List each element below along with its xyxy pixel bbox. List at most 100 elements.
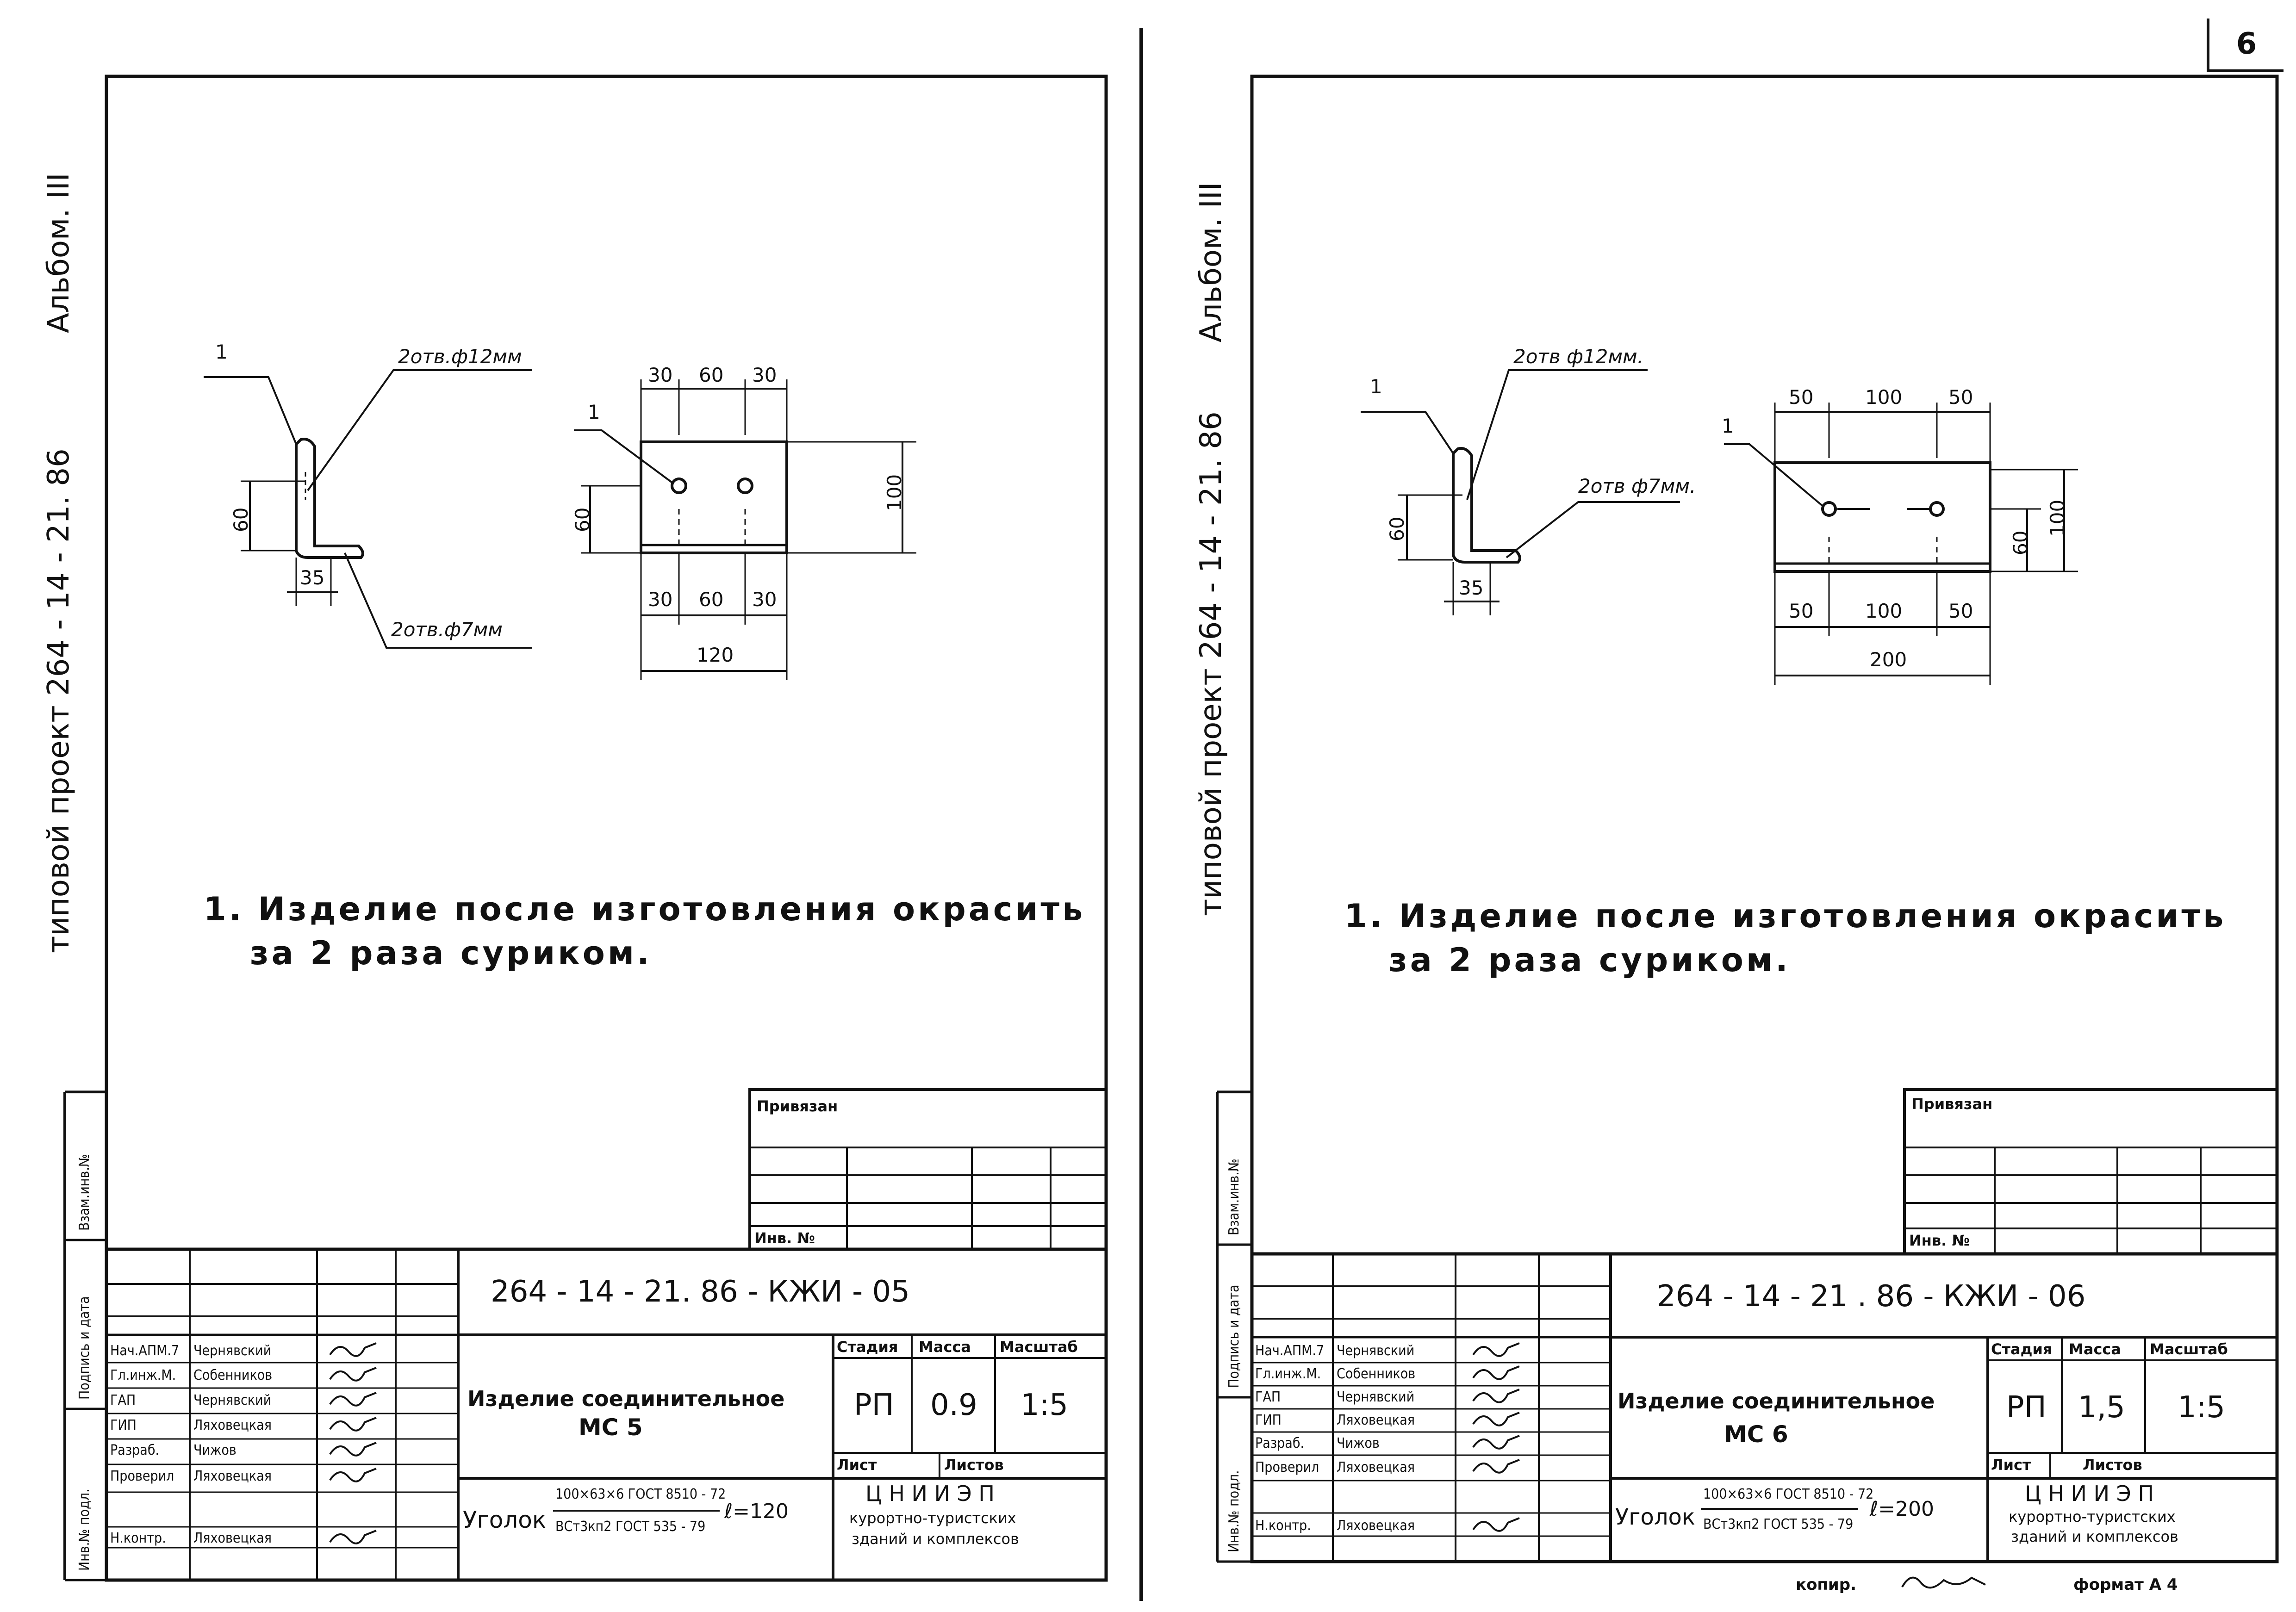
material-length: ℓ=120	[724, 1500, 789, 1523]
sheets-header: Листов	[944, 1456, 1004, 1474]
material-fraction-line	[553, 1510, 720, 1512]
staff-role: Разраб.	[110, 1442, 160, 1458]
material-steel: ВСт3кп2 ГОСТ 535 - 79	[555, 1519, 706, 1535]
staff-name: Чернявский	[193, 1343, 272, 1359]
product-title: Изделие соединительное	[467, 1386, 785, 1411]
signature-mark	[329, 1468, 377, 1482]
signature-mark	[1472, 1517, 1520, 1532]
inv-no-label: Инв. №	[1909, 1232, 1970, 1249]
dim-total: 200	[1870, 648, 1907, 671]
dim-top-2: 100	[1865, 386, 1903, 409]
scale-header: Масштаб	[2150, 1340, 2228, 1358]
dim-right-100: 100	[2046, 499, 2069, 537]
signature-mark	[1472, 1389, 1520, 1403]
staff-role: Проверил	[1255, 1459, 1319, 1476]
org-name: Ц Н И И Э П	[2025, 1481, 2154, 1506]
strip-label-signature-date: Подпись и дата	[76, 1296, 93, 1400]
album-label: Альбом. III	[42, 173, 76, 333]
staff-role: Гл.инж.М.	[110, 1367, 176, 1383]
staff-role: Разраб.	[1255, 1435, 1305, 1451]
material-fraction-line	[1701, 1508, 1858, 1510]
signature-mark	[1472, 1459, 1520, 1474]
dim-bottom-3: 30	[752, 588, 777, 611]
strip-label-signature-date: Подпись и дата	[1226, 1284, 1242, 1388]
stage-value: РП	[2006, 1390, 2047, 1425]
org-line-2: курортно-туристских	[849, 1509, 1016, 1527]
dim-bottom-1: 30	[648, 588, 673, 611]
dim-total: 120	[697, 644, 734, 666]
album-label: Альбом. III	[1194, 182, 1228, 342]
callout-1-section: 1	[1370, 375, 1382, 398]
staff-role: Нач.АПМ.7	[1255, 1343, 1325, 1359]
staff-name: Ляховецкая	[1337, 1412, 1415, 1428]
staff-name: Собенников	[1337, 1366, 1416, 1382]
page-number: 6	[2207, 19, 2284, 72]
scale-value: 1:5	[2178, 1390, 2225, 1425]
product-mark: МС 5	[579, 1414, 643, 1441]
mass-value: 0.9	[930, 1388, 977, 1422]
product-title: Изделие соединительное	[1618, 1389, 1935, 1414]
strip-label-orig-inv: Инв.№ подл.	[1226, 1470, 1242, 1552]
sheet-frame-left	[63, 74, 1108, 1582]
hole-top-label: 2отв.ф12мм	[398, 345, 522, 368]
format-label: формат А 4	[2073, 1575, 2178, 1594]
dim-leg-section: 60	[1386, 516, 1408, 541]
sheet-header: Лист	[837, 1456, 877, 1474]
project-label: типовой проект 264 - 14 - 21. 86	[42, 448, 76, 953]
dim-top-3: 30	[752, 364, 777, 386]
dim-bottom-2: 60	[699, 588, 724, 611]
drawing-sheet-left: Альбом. III типовой проект 264 - 14 - 21…	[42, 74, 1108, 1582]
staff-name: Ляховецкая	[193, 1468, 272, 1484]
staff-role: Проверил	[110, 1468, 174, 1484]
staff-name: Ляховецкая	[193, 1417, 272, 1433]
mass-value: 1,5	[2078, 1390, 2125, 1425]
sheet-header: Лист	[1991, 1456, 2031, 1474]
strip-label-orig-inv: Инв.№ подл.	[76, 1488, 93, 1571]
stage-header: Стадия	[837, 1338, 898, 1356]
signature-mark	[329, 1530, 377, 1544]
staff-name: Чернявский	[1337, 1389, 1415, 1405]
staff-role: Нач.АПМ.7	[110, 1343, 180, 1359]
drawing-sheet-right: Альбом. III типовой проект 264 - 14 - 21…	[1148, 0, 2296, 1612]
angle-front-view	[1724, 403, 2078, 685]
org-line-3: зданий и комплексов	[852, 1530, 1019, 1548]
staff-name: Ляховецкая	[1337, 1518, 1415, 1534]
stage-header: Стадия	[1991, 1340, 2053, 1358]
mass-header: Масса	[919, 1338, 971, 1356]
callout-1-section: 1	[215, 341, 228, 363]
staff-name: Чижов	[1337, 1435, 1380, 1451]
material-steel: ВСт3кп2 ГОСТ 535 - 79	[1703, 1516, 1854, 1532]
angle-front-view	[574, 379, 916, 680]
callout-1-front: 1	[588, 401, 600, 423]
inv-no-label: Инв. №	[754, 1229, 815, 1247]
staff-name: Ляховецкая	[1337, 1459, 1415, 1476]
dim-top-1: 50	[1789, 386, 1814, 409]
note-line-1: 1. Изделие после изготовления окрасить	[204, 890, 1086, 928]
dim-top-1: 30	[648, 364, 673, 386]
copy-signature	[1901, 1576, 1986, 1589]
hole-bottom-label: 2отв ф7мм.	[1578, 475, 1696, 497]
note-line-2: за 2 раза суриком.	[250, 934, 652, 972]
staff-role: Н.контр.	[110, 1530, 166, 1546]
mass-header: Масса	[2069, 1340, 2121, 1358]
staff-name: Собенников	[193, 1367, 273, 1383]
strip-label-replace-inv: Взам.инв.№	[1226, 1158, 1242, 1235]
project-label: типовой проект 264 - 14 - 21. 86	[1194, 411, 1228, 916]
product-mark: МС 6	[1724, 1421, 1788, 1448]
sheet-divider	[1139, 28, 1143, 1601]
title-block-grid	[105, 1088, 1108, 1582]
staff-role: ГАП	[1255, 1389, 1281, 1405]
staff-name: Чернявский	[193, 1392, 272, 1408]
note-line-1: 1. Изделие после изготовления окрасить	[1344, 897, 2227, 935]
org-name: Ц Н И И Э П	[865, 1481, 995, 1506]
copy-label: копир.	[1796, 1575, 1857, 1594]
material-length: ℓ=200	[1870, 1497, 1935, 1521]
signature-mark	[329, 1367, 377, 1382]
staff-name: Чернявский	[1337, 1343, 1415, 1359]
scale-value: 1:5	[1020, 1388, 1068, 1422]
sheet-frame-right	[1216, 74, 2279, 1563]
title-block-grid	[1250, 1088, 2279, 1563]
scale-header: Масштаб	[1000, 1338, 1078, 1356]
dim-top-2: 60	[699, 364, 724, 386]
document-code: 264 - 14 - 21 . 86 - КЖИ - 06	[1657, 1279, 2086, 1314]
